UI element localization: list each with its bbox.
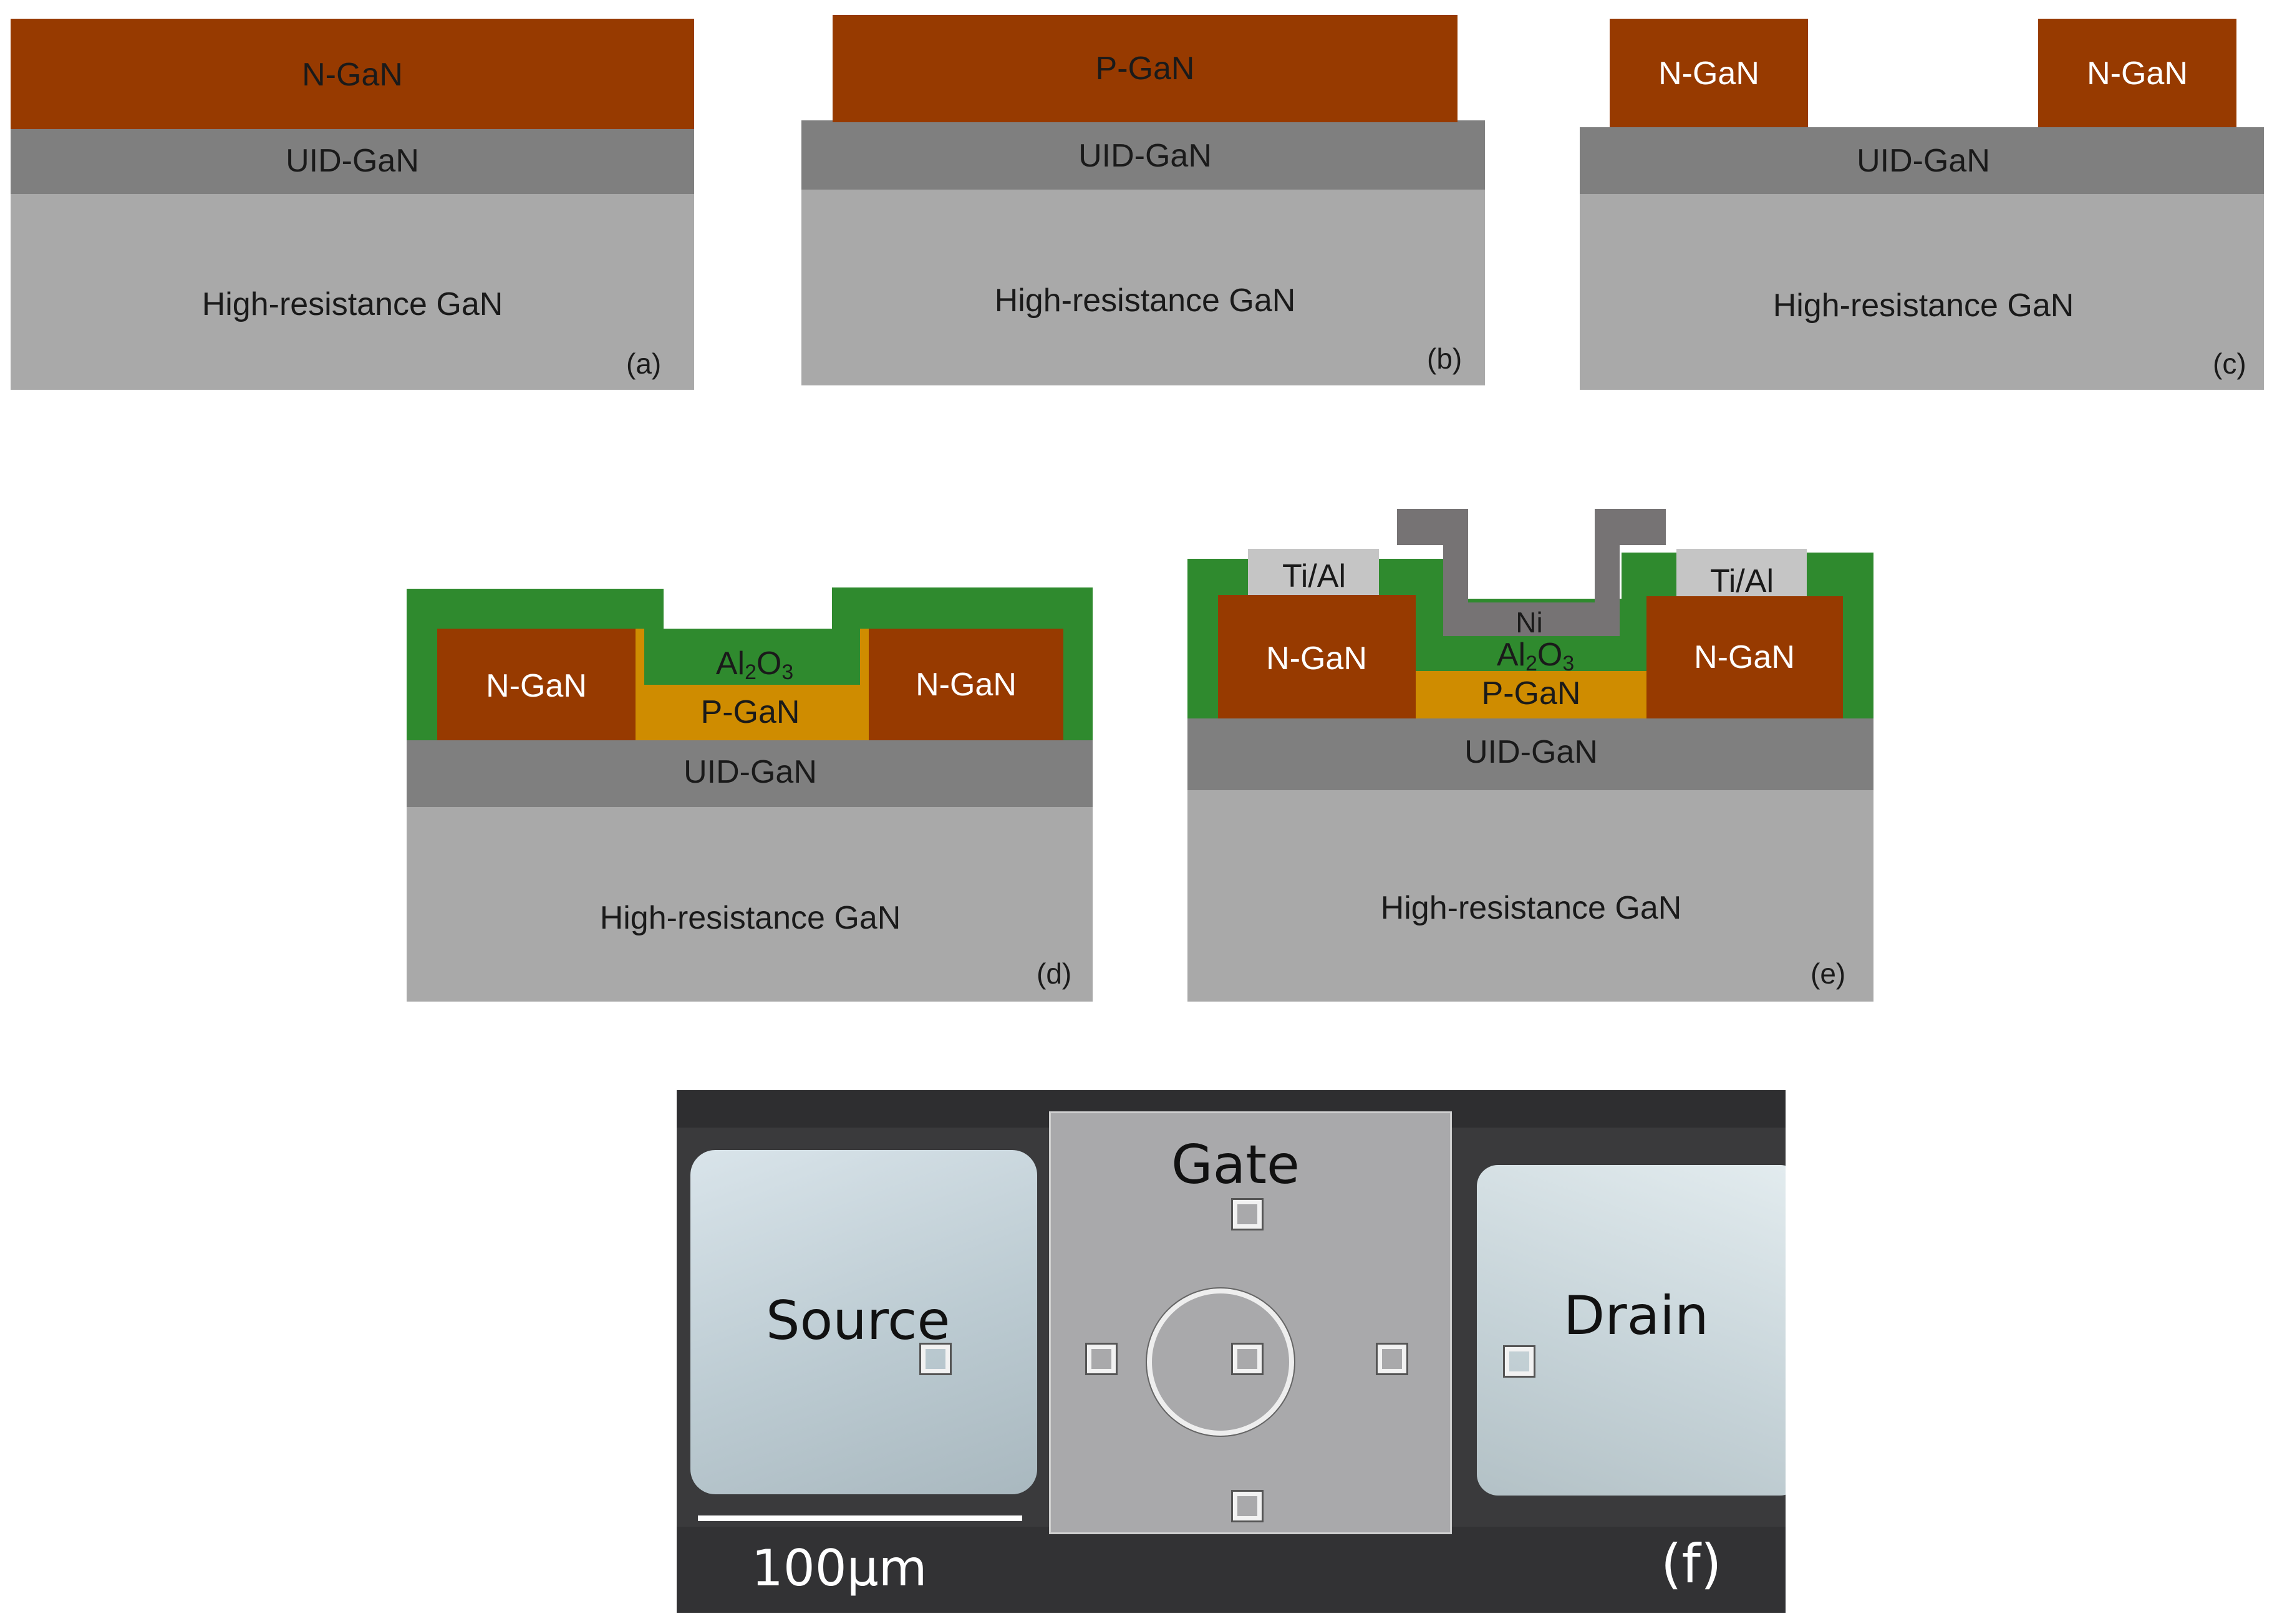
- n-gan-left-label: N-GaN: [486, 668, 587, 704]
- gate-label: Gate: [1171, 1134, 1300, 1196]
- high-resistance-gan-layer: [1187, 790, 1873, 1002]
- al2o3-label: Al2O3: [1496, 636, 1575, 676]
- ti-al-left-label: Ti/Al: [1282, 558, 1346, 594]
- panel-label-a: (a): [626, 347, 662, 380]
- panel-label-b: (b): [1427, 342, 1462, 375]
- p-gan-left-sidewall: [636, 629, 644, 685]
- n-gan-label: N-GaN: [302, 57, 403, 93]
- p-gan-label: P-GaN: [1481, 675, 1581, 712]
- uid-gan-layer: [1580, 127, 2264, 194]
- high-resistance-gan-label: High-resistance GaN: [1380, 890, 1682, 926]
- n-gan-left-island: [1610, 19, 1808, 127]
- scale-bar-label: 100µm: [752, 1539, 927, 1597]
- al2o3-label: Al2O3: [715, 645, 794, 685]
- high-resistance-gan-label: High-resistance GaN: [1772, 288, 2074, 324]
- high-resistance-gan-label: High-resistance GaN: [201, 286, 503, 322]
- p-gan-label: P-GaN: [700, 694, 800, 730]
- source-pad: [690, 1150, 1037, 1494]
- high-resistance-gan-label: High-resistance GaN: [599, 900, 901, 936]
- alignment-ring: [1146, 1287, 1295, 1437]
- source-label: Source: [766, 1290, 950, 1352]
- n-gan-left-region: [437, 629, 636, 740]
- p-gan-region: [1416, 671, 1646, 718]
- n-gan-right-island: [2038, 19, 2236, 127]
- n-gan-right-label: N-GaN: [916, 667, 1017, 703]
- n-gan-right-region: [1646, 596, 1843, 718]
- uid-gan-layer: [1187, 718, 1873, 790]
- panel-label-e: (e): [1810, 957, 1846, 990]
- n-gan-right-region: [869, 629, 1063, 740]
- panel-label-c: (c): [2213, 347, 2246, 380]
- p-gan-right-sidewall: [860, 629, 869, 685]
- uid-gan-label: UID-GaN: [1464, 734, 1598, 770]
- high-resistance-gan-layer: [801, 190, 1485, 385]
- al2o3-gate-region: [637, 629, 856, 685]
- drain-label: Drain: [1564, 1285, 1709, 1347]
- uid-gan-label: UID-GaN: [684, 754, 817, 790]
- p-gan-region: [636, 685, 869, 740]
- ni-label: Ni: [1516, 606, 1543, 639]
- uid-gan-layer: [407, 740, 1093, 807]
- high-resistance-gan-layer: [11, 194, 694, 390]
- ti-al-left-contact: [1248, 549, 1379, 595]
- ni-gate-bottom: [1443, 602, 1620, 636]
- uid-gan-label: UID-GaN: [1078, 138, 1212, 174]
- n-gan-layer: [11, 19, 694, 129]
- n-gan-left-region: [1218, 595, 1416, 718]
- alignment-mark-left: [1085, 1343, 1118, 1375]
- high-resistance-gan-layer: [1580, 194, 2264, 390]
- n-gan-right-label: N-GaN: [2087, 56, 2188, 92]
- p-gan-layer: [833, 15, 1458, 122]
- uid-gan-layer: [801, 120, 1485, 190]
- n-gan-right-label: N-GaN: [1694, 639, 1795, 675]
- ni-gate-right-arm: [1595, 509, 1666, 545]
- uid-gan-layer: [11, 129, 694, 194]
- high-resistance-gan-label: High-resistance GaN: [994, 283, 1296, 319]
- alignment-mark-right: [1376, 1343, 1408, 1375]
- panel-label-d: (d): [1037, 957, 1072, 990]
- p-gan-label: P-GaN: [1095, 51, 1195, 87]
- drain-pad: [1477, 1165, 1786, 1496]
- ti-al-right-label: Ti/Al: [1709, 563, 1774, 599]
- n-gan-left-label: N-GaN: [1658, 56, 1759, 92]
- n-gan-left-label: N-GaN: [1266, 640, 1367, 677]
- alignment-mark-bottom: [1231, 1490, 1264, 1522]
- uid-gan-label: UID-GaN: [1857, 143, 1990, 179]
- alignment-mark-source: [919, 1343, 952, 1375]
- panel-label-f: (f): [1661, 1533, 1722, 1595]
- uid-gan-label: UID-GaN: [286, 143, 419, 179]
- alignment-mark-drain: [1503, 1345, 1535, 1378]
- scale-bar: [698, 1515, 1022, 1521]
- alignment-mark-top: [1231, 1198, 1264, 1230]
- device-micrograph: Source Gate Drain 100µm (f): [677, 1090, 1786, 1613]
- ti-al-right-contact: [1676, 549, 1807, 597]
- photo-bottom-band: [677, 1527, 1786, 1613]
- high-resistance-gan-layer: [407, 807, 1093, 1002]
